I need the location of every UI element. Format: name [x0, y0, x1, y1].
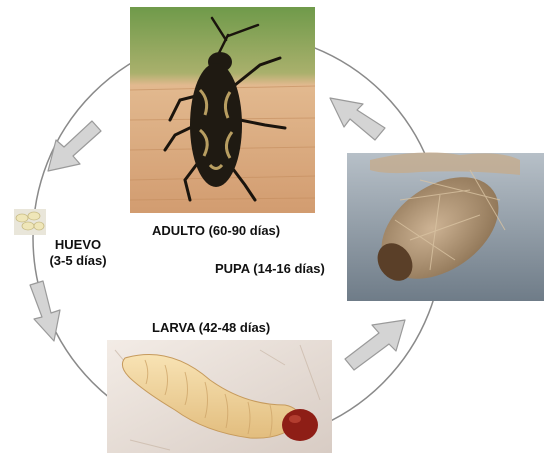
larva-photo [107, 340, 332, 453]
pupa-stage-label: PUPA (14-16 días) [215, 261, 325, 276]
egg-stage-name: HUEVO [38, 237, 118, 253]
larva-stage-label: LARVA (42-48 días) [152, 320, 270, 335]
arrow-larva-to-pupa [345, 320, 405, 370]
larva-head [282, 409, 318, 441]
arrow-egg-to-larva [30, 281, 60, 341]
arrow-adult-to-egg [48, 121, 101, 171]
egg-stage-label: HUEVO (3-5 días) [38, 237, 118, 269]
adult-weevil-photo [130, 7, 315, 213]
adult-stage-label: ADULTO (60-90 días) [152, 223, 280, 238]
pupa-cocoon-photo [347, 152, 544, 301]
egg-stage-duration: (3-5 días) [38, 253, 118, 269]
eggs-image [14, 209, 46, 235]
arrow-pupa-to-adult [330, 98, 385, 140]
